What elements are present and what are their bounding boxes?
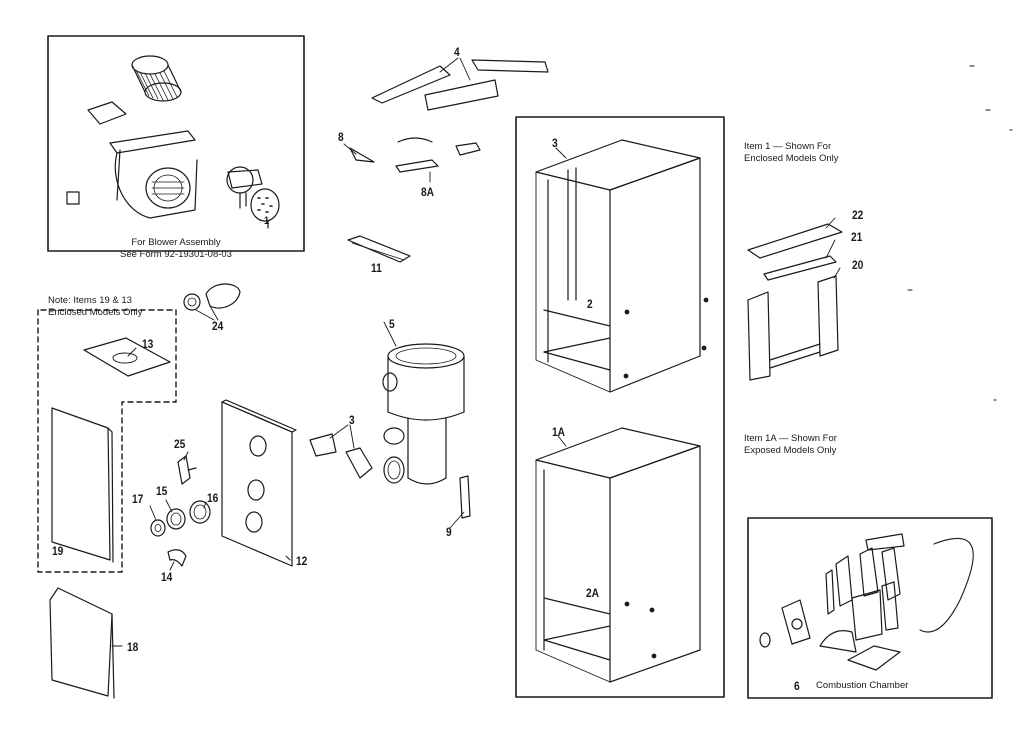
panel-item-18 <box>49 587 115 699</box>
label-part-1: 1 <box>264 215 270 227</box>
blower-bracket <box>66 191 80 205</box>
item1-note: Item 1 — Shown For Enclosed Models Only <box>744 141 839 164</box>
label-part-17: 17 <box>132 492 144 506</box>
label-part-13: 13 <box>142 337 154 351</box>
label-part-1A: 1A <box>552 425 566 439</box>
label-part-16: 16 <box>207 491 219 505</box>
plate-item-13 <box>83 337 171 377</box>
baffles-item-8 <box>349 137 481 183</box>
combustion-chamber-title: Combustion Chamber <box>816 680 909 691</box>
bracket-item-11 <box>347 235 411 263</box>
label-part-19: 19 <box>52 544 64 558</box>
item1a-note-line1: Item 1A — Shown For <box>744 433 837 444</box>
scan-marks <box>907 65 1013 401</box>
blower-plate <box>87 101 127 125</box>
part-14-clip <box>167 549 187 567</box>
label-part-15: 15 <box>156 484 168 498</box>
item1a-note-line2: Exposed Models Only <box>744 444 837 456</box>
item1a-note: Item 1A — Shown For Exposed Models Only <box>744 433 837 456</box>
part-21 <box>763 255 837 281</box>
enclosed-note: Note: Items 19 & 13 Enclosed Models Only <box>48 295 143 318</box>
label-part-5: 5 <box>389 317 395 331</box>
motor-mount <box>226 166 263 209</box>
label-part-22: 22 <box>852 208 864 222</box>
part-item-9 <box>459 475 471 519</box>
cabinet-item-1 <box>535 139 709 393</box>
panels-item-4 <box>371 57 549 111</box>
front-plate-item-12 <box>221 399 297 567</box>
combustion-chamber-number: 6 <box>794 679 800 693</box>
part-17-washer <box>150 519 166 537</box>
label-part-20: 20 <box>852 258 864 272</box>
cabinet-box <box>515 116 725 698</box>
enclosed-models-dashed-border <box>37 309 177 573</box>
cabinet-item-1A <box>535 427 701 683</box>
enclosed-note-line2: Enclosed Models Only <box>48 306 143 318</box>
panel-item-19 <box>51 407 114 563</box>
heat-exchanger-item-5 <box>382 343 465 485</box>
enclosed-note-line1: Note: Items 19 & 13 <box>48 295 132 306</box>
hardware-items <box>150 455 211 567</box>
label-part-12: 12 <box>296 554 308 568</box>
blower-wheel <box>131 55 182 102</box>
part-22 <box>747 223 843 259</box>
item1-note-line2: Enclosed Models Only <box>744 152 839 164</box>
label-part-2: 2 <box>587 297 593 311</box>
top-frame-items <box>747 223 843 381</box>
part-25-bracket <box>177 455 191 485</box>
blower-motor <box>250 188 280 229</box>
label-part-9: 9 <box>446 525 452 539</box>
label-part-25: 25 <box>174 437 186 451</box>
burner-parts-item-3 <box>309 424 373 479</box>
label-part-24: 24 <box>212 319 224 333</box>
part-16-gasket <box>189 500 211 524</box>
label-part-11: 11 <box>371 261 382 275</box>
sight-glass-item-24 <box>183 283 241 321</box>
label-part-14: 14 <box>161 570 173 584</box>
blower-caption-line2: See Form 92-19301-08-03 <box>120 248 232 260</box>
label-part-3-burner: 3 <box>349 413 355 427</box>
combustion-chamber-box <box>747 517 993 699</box>
label-part-8: 8 <box>338 130 344 144</box>
leader-lines <box>111 143 841 647</box>
blower-caption-line1: For Blower Assembly <box>131 237 221 248</box>
label-part-18: 18 <box>127 640 139 654</box>
part-15-ring <box>166 508 186 530</box>
blower-assembly-box <box>47 35 305 252</box>
label-part-21: 21 <box>851 230 863 244</box>
label-part-2A: 2A <box>586 586 600 600</box>
label-part-3-cabinet: 3 <box>552 136 558 150</box>
item1-note-line1: Item 1 — Shown For <box>744 141 832 152</box>
label-part-8A: 8A <box>421 185 435 199</box>
blower-caption: For Blower Assembly See Form 92-19301-08… <box>96 237 256 260</box>
blower-housing <box>109 130 198 219</box>
label-part-4: 4 <box>454 45 460 59</box>
frame-part-20 <box>747 275 839 381</box>
